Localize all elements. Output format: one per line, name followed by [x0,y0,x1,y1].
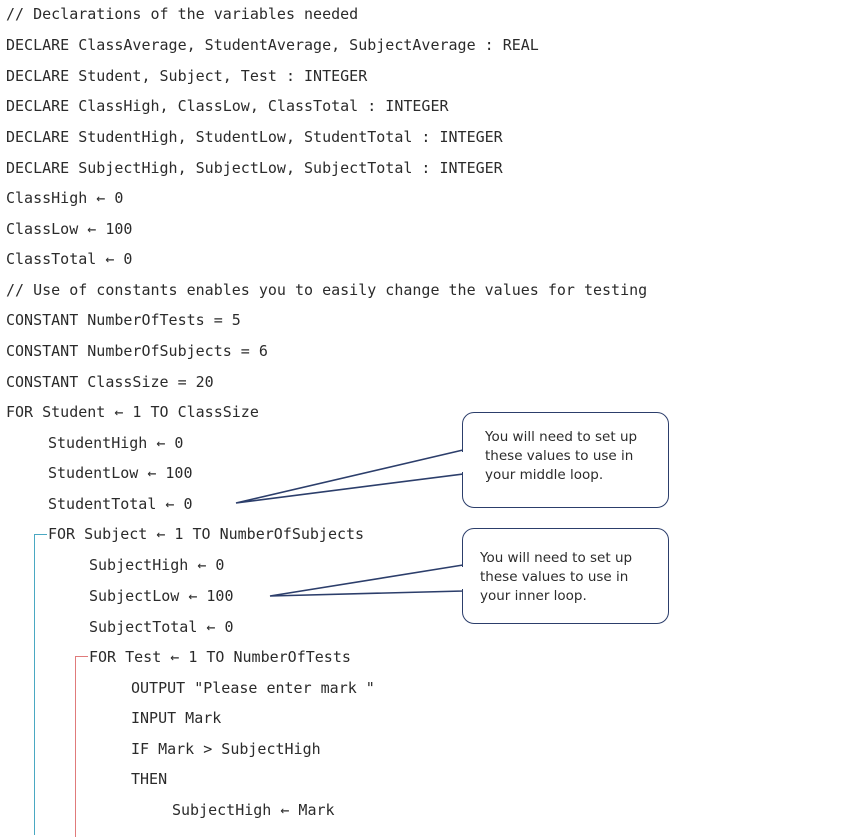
code-line: SubjectLow ← 100 [89,587,234,605]
code-line: CONSTANT NumberOfSubjects = 6 [6,342,268,360]
code-line: StudentTotal ← 0 [48,495,193,513]
code-line: CONSTANT NumberOfTests = 5 [6,311,241,329]
code-line: ClassLow ← 100 [6,220,133,238]
code-line: // Use of constants enables you to easil… [6,281,648,299]
code-line: FOR Test ← 1 TO NumberOfTests [89,648,351,666]
code-line: SubjectHigh ← Mark [172,801,335,819]
code-line: DECLARE Student, Subject, Test : INTEGER [6,67,368,85]
code-line: StudentLow ← 100 [48,464,193,482]
code-line: StudentHigh ← 0 [48,434,184,452]
code-line: THEN [131,770,168,788]
code-line: // Declarations of the variables needed [6,5,359,23]
middle-loop-callout: You will need to set up these values to … [462,412,669,508]
test-loop-bracket [75,656,88,837]
code-line: CONSTANT ClassSize = 20 [6,373,214,391]
inner-loop-callout: You will need to set up these values to … [462,528,669,624]
code-line: SubjectTotal ← 0 [89,618,234,636]
code-line: FOR Subject ← 1 TO NumberOfSubjects [48,525,365,543]
code-line: DECLARE ClassHigh, ClassLow, ClassTotal … [6,97,449,115]
code-line: DECLARE ClassAverage, StudentAverage, Su… [6,36,539,54]
code-line: SubjectHigh ← 0 [89,556,225,574]
subject-loop-bracket [34,534,47,835]
code-line: IF Mark > SubjectHigh [131,740,321,758]
pseudocode-listing: // Declarations of the variables needed … [6,5,648,819]
code-line: OUTPUT "Please enter mark " [131,679,375,697]
code-line: DECLARE StudentHigh, StudentLow, Student… [6,128,503,146]
code-line: ClassHigh ← 0 [6,189,124,207]
code-line: DECLARE SubjectHigh, SubjectLow, Subject… [6,159,503,177]
code-line: FOR Student ← 1 TO ClassSize [6,403,259,421]
code-line: INPUT Mark [131,709,222,727]
code-line: ClassTotal ← 0 [6,250,133,268]
